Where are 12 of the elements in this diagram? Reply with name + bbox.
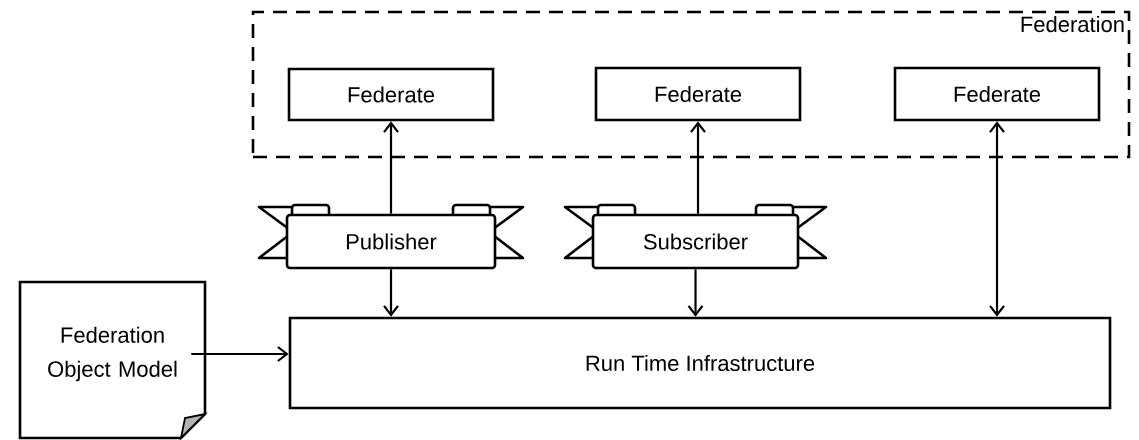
process-box: Federate: [287, 67, 495, 122]
process-box: Federate: [893, 66, 1101, 122]
banner-box: Publisher: [257, 203, 525, 270]
arrow: [687, 269, 704, 317]
arrow: [191, 346, 289, 362]
process-box: Federate: [594, 66, 802, 122]
banner-box: Subscriber: [563, 203, 828, 270]
arrow: [989, 121, 1005, 317]
arrow: [690, 121, 706, 214]
process-box: Run Time Infrastructure: [288, 316, 1112, 410]
arrow: [383, 269, 399, 317]
arrow: [383, 121, 399, 214]
